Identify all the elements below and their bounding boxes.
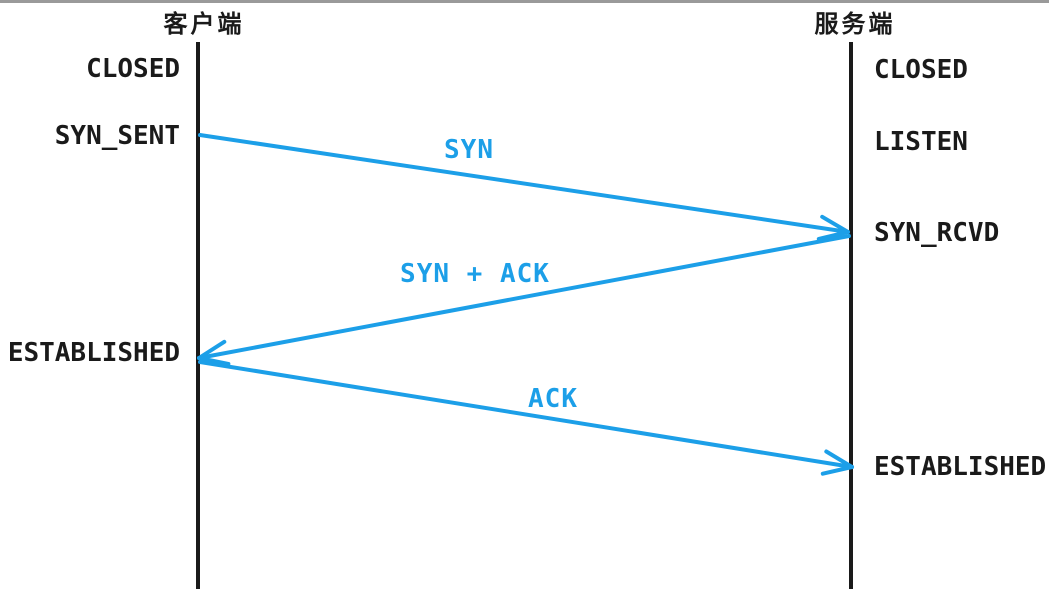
ack-arrow — [198, 360, 854, 476]
server-state-syn-rcvd: SYN_RCVD — [874, 218, 1000, 248]
syn-ack-message-label: SYN + ACK — [400, 259, 550, 289]
client-state-syn-sent: SYN_SENT — [54, 121, 180, 151]
syn-message-label: SYN — [444, 135, 494, 165]
client-lane-title: 客户端 — [163, 11, 245, 38]
top-border-line — [0, 0, 1049, 3]
server-state-listen: LISTEN — [874, 127, 968, 157]
server-state-established: ESTABLISHED — [874, 452, 1047, 482]
client-state-closed: CLOSED — [86, 54, 180, 84]
server-lane-title: 服务端 — [814, 11, 896, 38]
syn-arrow — [198, 133, 850, 241]
server-state-closed: CLOSED — [874, 55, 968, 85]
syn-ack-arrow — [197, 234, 851, 366]
client-state-established: ESTABLISHED — [7, 338, 180, 368]
ack-message-label: ACK — [528, 384, 578, 414]
